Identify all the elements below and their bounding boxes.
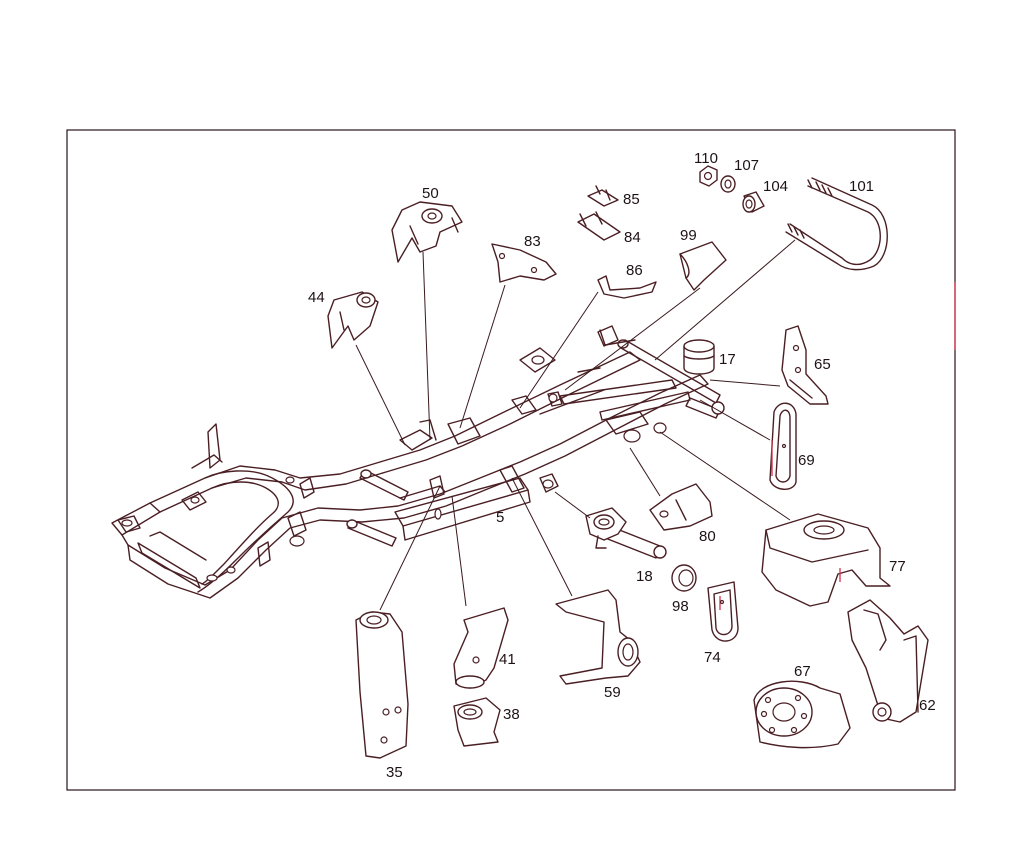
label-101: 101 bbox=[849, 178, 874, 195]
part-104-bushing[interactable] bbox=[742, 191, 765, 213]
label-99: 99 bbox=[680, 227, 697, 244]
part-110-nut[interactable] bbox=[699, 165, 718, 187]
part-44-mount[interactable] bbox=[327, 291, 379, 349]
part-17-sleeve[interactable] bbox=[683, 339, 715, 375]
label-74: 74 bbox=[704, 649, 721, 666]
part-62-arm[interactable] bbox=[847, 599, 929, 723]
part-labels: 110 107 104 101 50 85 84 83 99 86 44 17 … bbox=[308, 150, 936, 781]
label-5: 5 bbox=[496, 509, 504, 526]
part-69-shackle[interactable] bbox=[769, 402, 797, 490]
label-17: 17 bbox=[719, 351, 736, 368]
part-18-mount-tube[interactable] bbox=[585, 507, 667, 559]
diagram-frame bbox=[66, 129, 956, 791]
label-77: 77 bbox=[889, 558, 906, 575]
label-107: 107 bbox=[734, 157, 759, 174]
label-35: 35 bbox=[386, 764, 403, 781]
label-86: 86 bbox=[626, 262, 643, 279]
part-83-plate[interactable] bbox=[491, 243, 557, 283]
label-85: 85 bbox=[623, 191, 640, 208]
part-77-housing[interactable] bbox=[761, 513, 891, 607]
part-80-bracket[interactable] bbox=[649, 483, 713, 531]
chassis-frame[interactable] bbox=[111, 325, 725, 599]
label-18: 18 bbox=[636, 568, 653, 585]
label-41: 41 bbox=[499, 651, 516, 668]
part-101-u-bolt[interactable] bbox=[785, 177, 888, 271]
part-59-bracket[interactable] bbox=[555, 589, 641, 685]
part-41-mount[interactable] bbox=[453, 607, 509, 689]
label-110: 110 bbox=[694, 150, 718, 167]
label-65: 65 bbox=[814, 356, 831, 373]
label-59: 59 bbox=[604, 684, 621, 701]
part-99-strap[interactable] bbox=[679, 241, 727, 291]
label-44: 44 bbox=[308, 289, 325, 306]
part-85-clip[interactable] bbox=[587, 185, 619, 207]
part-98-ring[interactable] bbox=[671, 564, 697, 592]
part-65-bracket[interactable] bbox=[781, 325, 829, 405]
part-86-bracket[interactable] bbox=[597, 275, 657, 299]
label-84: 84 bbox=[624, 229, 641, 246]
label-69: 69 bbox=[798, 452, 815, 469]
part-50-bracket[interactable] bbox=[391, 201, 463, 263]
label-104: 104 bbox=[763, 178, 788, 195]
label-50: 50 bbox=[422, 185, 439, 202]
label-80: 80 bbox=[699, 528, 716, 545]
part-35-mount[interactable] bbox=[355, 611, 409, 759]
part-107-washer[interactable] bbox=[720, 175, 736, 193]
part-67-hub[interactable] bbox=[753, 680, 851, 749]
part-74-shackle[interactable] bbox=[707, 581, 739, 642]
label-67: 67 bbox=[794, 663, 811, 680]
leader-lines bbox=[355, 239, 796, 611]
part-84-clip[interactable] bbox=[577, 211, 621, 241]
label-62: 62 bbox=[919, 697, 936, 714]
label-98: 98 bbox=[672, 598, 689, 615]
label-83: 83 bbox=[524, 233, 541, 250]
part-38-cup[interactable] bbox=[453, 697, 501, 747]
label-38: 38 bbox=[503, 706, 520, 723]
